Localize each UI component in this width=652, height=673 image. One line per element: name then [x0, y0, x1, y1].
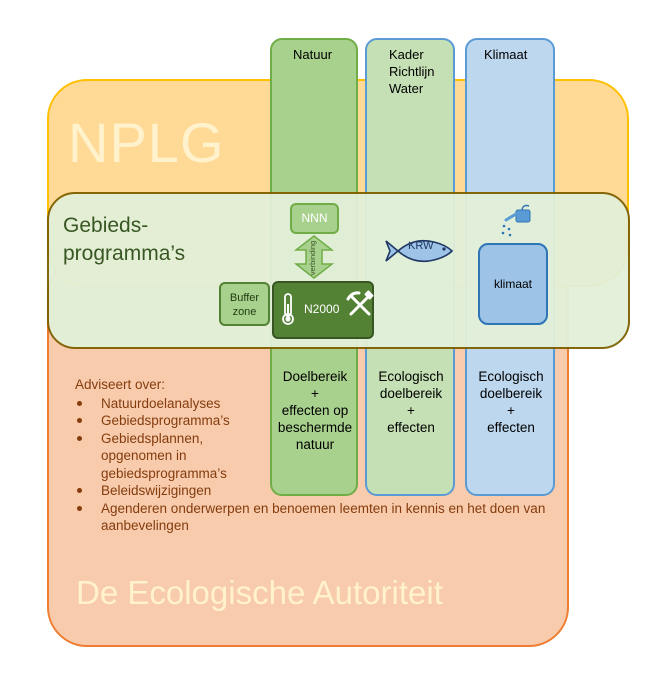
- krw-heading-line: Water: [389, 81, 424, 96]
- natuur-footer-line: natuur: [295, 437, 335, 452]
- natuur-footer-line: Doelbereik: [282, 369, 348, 384]
- klimaat-footer-line: doelbereik: [479, 386, 543, 401]
- advice-item: Gebiedsplannen, opgenomen in gebiedsprog…: [75, 430, 251, 483]
- buffer-zone-line: zone: [232, 306, 257, 318]
- klimaat-footer-line: effecten: [487, 420, 535, 435]
- ecologische-autoriteit-label: De Ecologische Autoriteit: [76, 574, 443, 611]
- krw-heading: Kader Richtlijn Water: [389, 46, 453, 97]
- natuur-footer: Doelbereik + effecten op beschermde natu…: [270, 368, 360, 453]
- krw-footer-line: effecten: [387, 420, 435, 435]
- natuur-heading-line: Natuur: [293, 47, 333, 62]
- krw-heading-line: Kader: [389, 47, 424, 62]
- klimaat-footer-line: Ecologisch: [478, 369, 544, 384]
- klimaat-box: klimaat: [478, 243, 548, 325]
- mining-tools-icon: [346, 290, 374, 316]
- klimaat-heading-line: Klimaat: [484, 47, 528, 62]
- natuur-footer-line: effecten op: [281, 403, 349, 418]
- klimaat-footer-line: +: [507, 403, 515, 418]
- gebiedsprogramma-title-line: programma’s: [63, 242, 186, 265]
- nnn-box: NNN: [290, 203, 339, 234]
- klimaat-footer: Ecologisch doelbereik + effecten: [465, 368, 557, 436]
- natuur-heading: Natuur: [293, 46, 332, 63]
- advice-intro: Adviseert over:: [75, 377, 166, 392]
- double-arrow-icon: [294, 235, 334, 279]
- watering-can-icon: [501, 204, 531, 237]
- verbinding-text: verbinding: [308, 241, 317, 276]
- buffer-zone-box: Buffer zone: [219, 282, 270, 326]
- klimaat-heading: Klimaat: [484, 46, 527, 63]
- krw-footer-line: doelbereik: [379, 386, 443, 401]
- buffer-zone-line: Buffer: [229, 292, 260, 304]
- krw-footer: Ecologisch doelbereik + effecten: [365, 368, 457, 436]
- fish-icon: [385, 239, 454, 263]
- advice-item: Agenderen onderwerpen en benoemen leemte…: [75, 500, 546, 535]
- nplg-label: NPLG: [68, 111, 225, 174]
- advice-section: Adviseert over: Natuurdoelanalyses Gebie…: [75, 376, 545, 535]
- natuur-footer-line: beschermde: [277, 420, 353, 435]
- advice-item: Beleidswijzigingen: [75, 482, 545, 500]
- gebiedsprogramma-title: Gebieds- programma’s: [63, 212, 185, 268]
- advice-item: Natuurdoelanalyses: [75, 395, 545, 413]
- advice-item: Gebiedsprogramma’s: [75, 412, 545, 430]
- krw-footer-line: +: [407, 403, 415, 418]
- thermometer-icon: [282, 293, 294, 325]
- advice-list: Natuurdoelanalyses Gebiedsprogramma’s Ge…: [75, 395, 545, 535]
- krw-label: KRW: [408, 240, 434, 252]
- krw-heading-line: Richtlijn: [389, 64, 435, 79]
- krw-footer-line: Ecologisch: [378, 369, 444, 384]
- n2000-label: N2000: [304, 302, 340, 316]
- gebiedsprogramma-title-line: Gebieds-: [63, 214, 149, 237]
- verbinding-label: verbinding: [308, 241, 317, 276]
- natuur-footer-line: +: [311, 386, 319, 401]
